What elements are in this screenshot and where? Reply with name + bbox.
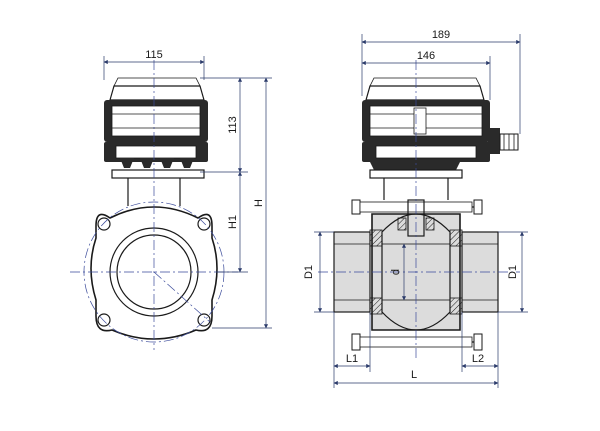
front-mount-plate (111, 169, 205, 179)
front-neck (127, 178, 181, 206)
front-dimensions: 115 113 H1 H (103, 49, 272, 329)
front-flange-body (90, 206, 218, 340)
stem-seal-left (397, 217, 407, 231)
bolt-hole-top-right (197, 217, 211, 231)
dim-label-l2: L2 (472, 353, 484, 365)
side-actuator (362, 77, 519, 170)
seal-bottom-left (369, 297, 383, 315)
dim-label-115: 115 (145, 49, 163, 61)
bottom-tie-bolt (351, 333, 483, 351)
front-view (70, 60, 238, 350)
dim-label-bore: d (390, 269, 402, 275)
dim-label-146: 146 (417, 50, 435, 62)
dim-label-h: H (253, 199, 265, 207)
cable-gland (488, 128, 500, 154)
side-view (318, 60, 520, 358)
dim-label-189: 189 (432, 29, 450, 41)
dim-label-d1-left: D1 (303, 265, 315, 279)
stem-seal-right (425, 217, 435, 231)
dim-label-113: 113 (227, 116, 239, 134)
front-actuator (104, 77, 208, 168)
side-neck (383, 178, 449, 200)
diagonal-centerline (153, 271, 211, 323)
dim-label-h1: H1 (227, 215, 239, 229)
seal-top-left (369, 229, 383, 247)
seal-top-right (449, 229, 463, 247)
bolt-hole-bottom-left (97, 313, 111, 327)
dim-label-l1: L1 (346, 353, 358, 365)
side-dimensions: 189 146 D1 D1 d L1 L2 L (303, 29, 528, 388)
dim-label-d1-right: D1 (507, 265, 519, 279)
top-tie-bolt (351, 199, 483, 215)
dim-label-length: L (411, 369, 417, 381)
bolt-hole-top-left (97, 217, 111, 231)
bolt-hole-bottom-right (197, 313, 211, 327)
seal-bottom-right (449, 297, 463, 315)
